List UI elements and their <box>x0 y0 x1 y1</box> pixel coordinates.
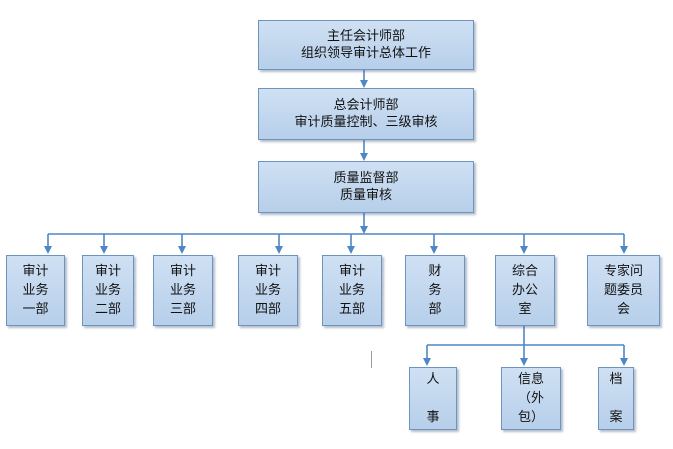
node-experts-label: 专家问 题委员 会 <box>603 264 643 317</box>
node-office: 综合 办公 室 <box>495 255 555 326</box>
node-general-label: 总会计师部 审计质量控制、三级审核 <box>294 98 438 130</box>
node-dept4-label: 审计 业务 四部 <box>254 264 281 317</box>
node-finance: 财 务 部 <box>405 255 465 326</box>
node-dept2: 审计 业务 二部 <box>82 255 134 326</box>
node-quality-label: 质量监督部 质量审核 <box>333 171 399 203</box>
node-finance-label: 财 务 部 <box>428 264 442 317</box>
node-chief: 主任会计师部 组织领导审计总体工作 <box>258 20 474 70</box>
node-quality: 质量监督部 质量审核 <box>258 161 474 213</box>
node-hr: 人 事 <box>409 367 457 430</box>
node-dept3: 审计 业务 三部 <box>153 255 213 326</box>
node-it: 信息 （外 包） <box>501 367 561 430</box>
node-experts: 专家问 题委员 会 <box>587 255 660 326</box>
node-archive-label: 档 案 <box>609 372 623 425</box>
node-dept5: 审计 业务 五部 <box>322 255 382 326</box>
node-dept1-label: 审计 业务 一部 <box>22 264 49 317</box>
node-dept4: 审计 业务 四部 <box>238 255 298 326</box>
node-dept5-label: 审计 业务 五部 <box>338 264 365 317</box>
node-chief-label: 主任会计师部 组织领导审计总体工作 <box>300 29 431 61</box>
node-dept2-label: 审计 业务 二部 <box>94 264 121 317</box>
node-office-label: 综合 办公 室 <box>511 264 538 317</box>
node-dept3-label: 审计 业务 三部 <box>169 264 196 317</box>
node-dept1: 审计 业务 一部 <box>6 255 65 326</box>
node-hr-label: 人 事 <box>426 372 440 425</box>
node-it-label: 信息 （外 包） <box>517 372 544 425</box>
node-archive: 档 案 <box>598 367 634 430</box>
stray-mark <box>371 351 372 368</box>
node-general: 总会计师部 审计质量控制、三级审核 <box>258 88 474 140</box>
